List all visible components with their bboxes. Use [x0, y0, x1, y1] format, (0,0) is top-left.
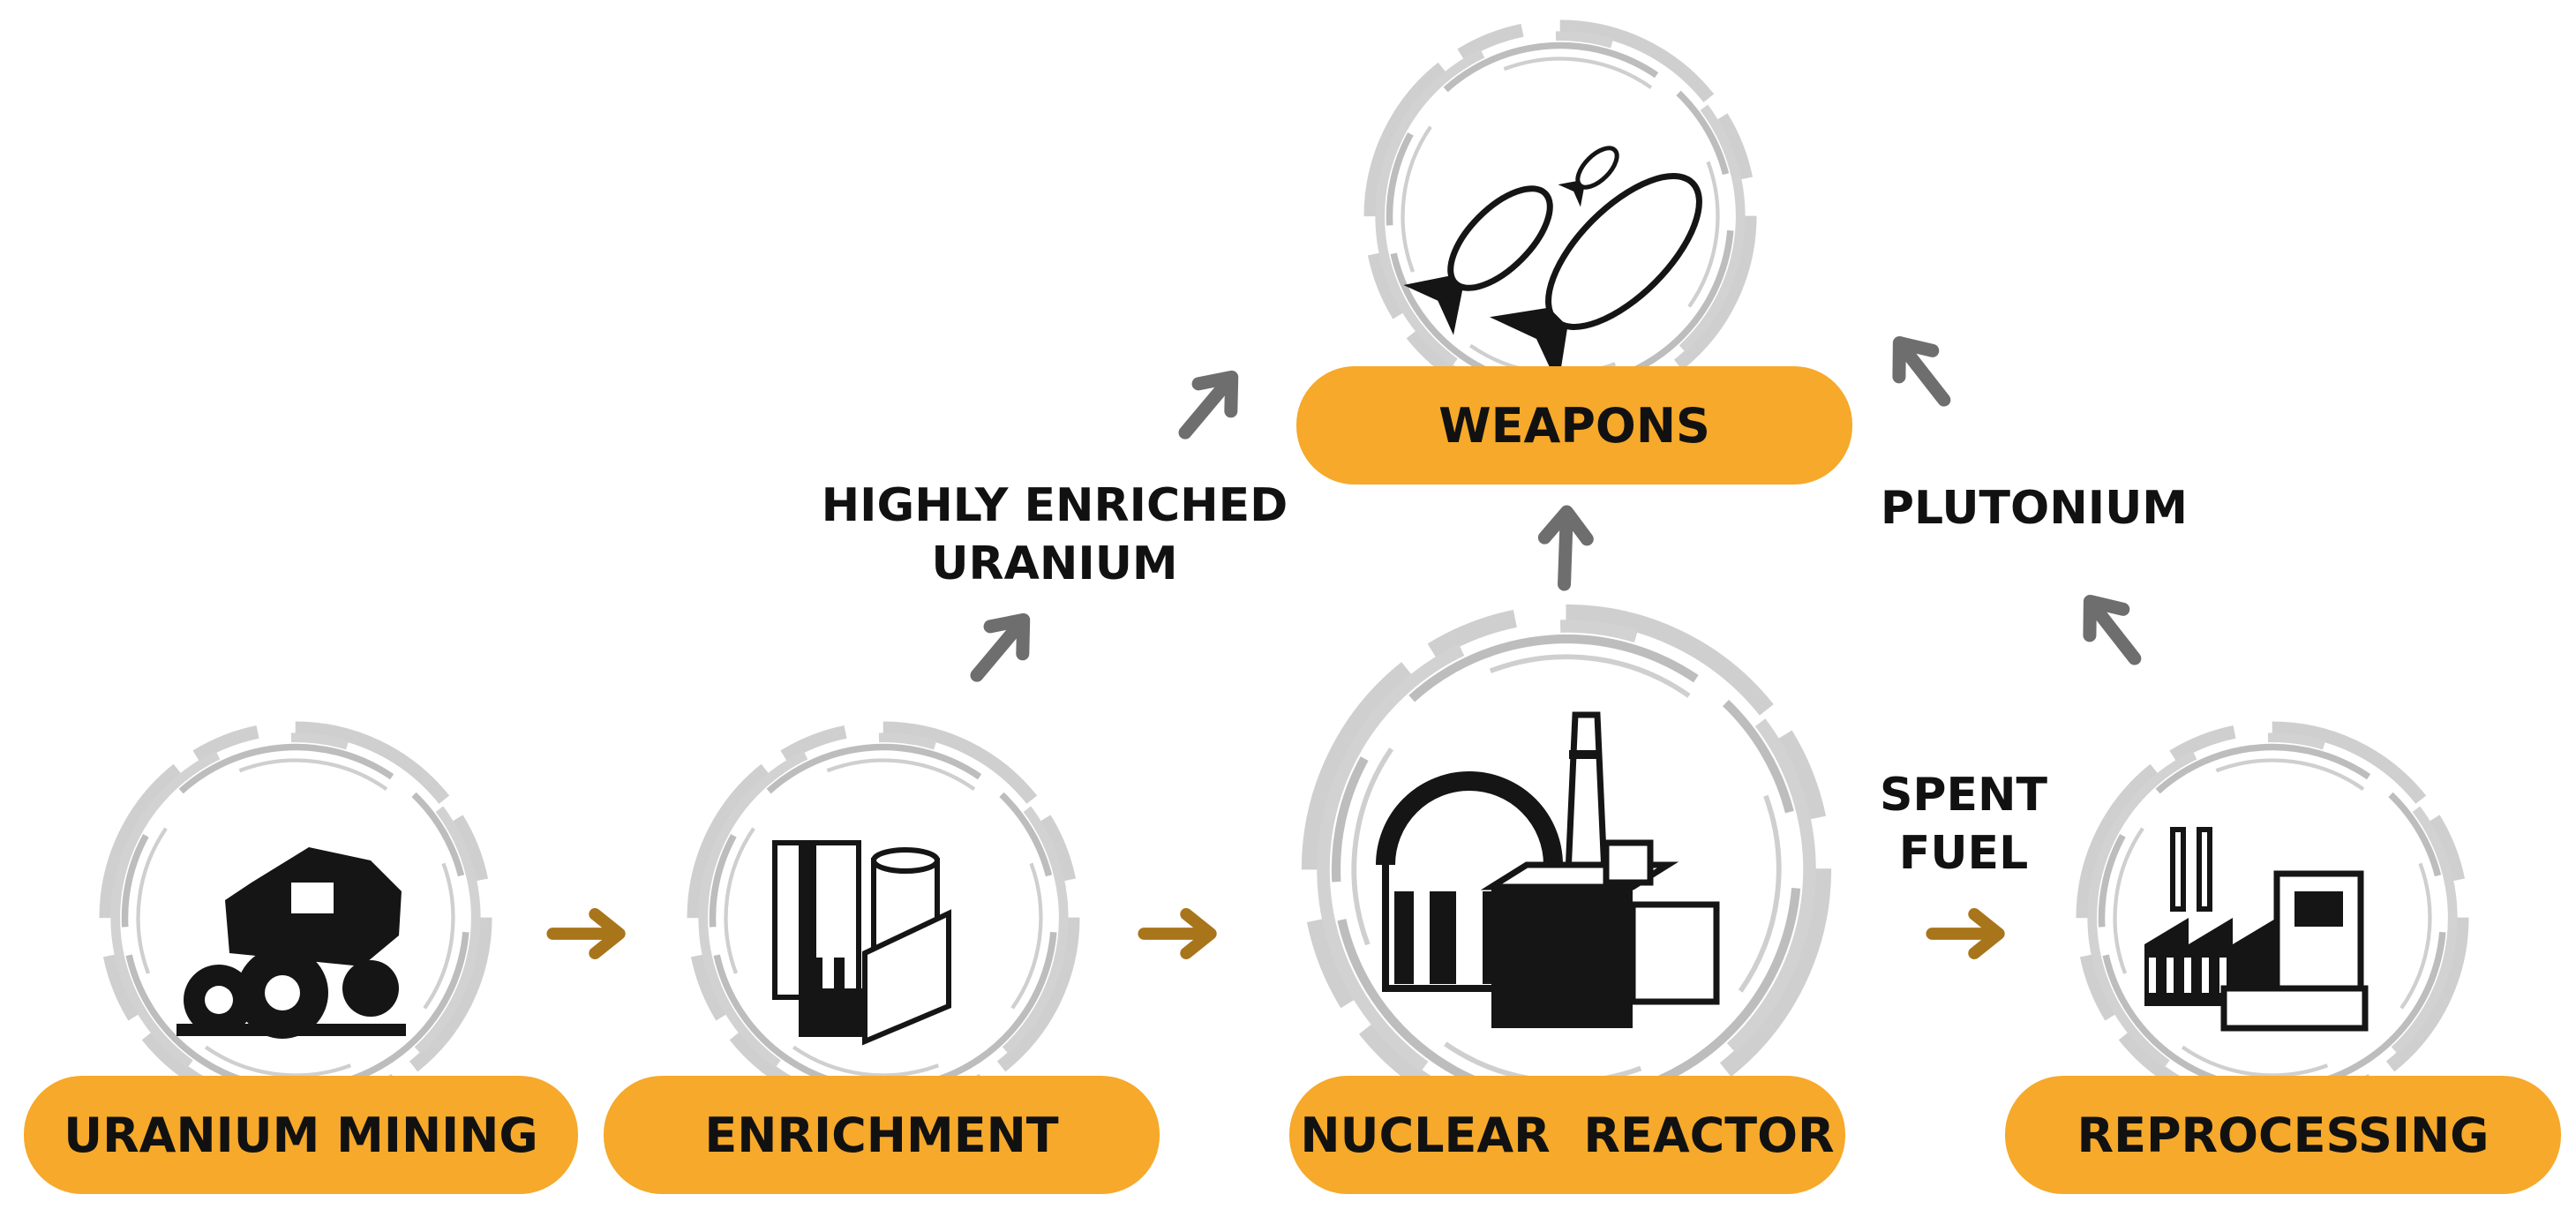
- heu-upper-arrow: [1169, 364, 1248, 447]
- plutonium-label: PLUTONIUM: [1858, 479, 2211, 537]
- spent-fuel-label: SPENT FUEL: [1853, 766, 2074, 883]
- enrichment-label: ENRICHMENT: [604, 1076, 1160, 1194]
- plutonium-label-line1: PLUTONIUM: [1880, 482, 2189, 535]
- enrichment-to-reactor-arrow: [1144, 914, 1210, 953]
- plutonium-lower-arrow: [2073, 589, 2151, 672]
- weapons-label: WEAPONS: [1296, 366, 1852, 485]
- heu-label: HIGHLY ENRICHED URANIUM: [816, 477, 1293, 593]
- heu-label-line2: URANIUM: [931, 537, 1178, 590]
- heu-label-line1: HIGHLY ENRICHED: [821, 479, 1288, 532]
- spent-fuel-label-line2: FUEL: [1898, 827, 2029, 880]
- mining-to-enrichment-arrow: [552, 914, 619, 953]
- reprocessing-factory-icon: [2144, 827, 2369, 1032]
- reactor-to-reprocessing-arrow: [1932, 914, 1998, 953]
- mining-truck-icon: [176, 847, 406, 1039]
- reprocessing-label: REPROCESSING: [2005, 1076, 2561, 1194]
- uranium-mining-label: URANIUM MINING: [24, 1076, 578, 1194]
- enrichment-plant-icon: [772, 840, 951, 1046]
- bombs-icon: [1403, 146, 1702, 387]
- reactor-to-weapons-arrow: [1543, 511, 1588, 585]
- spent-fuel-label-line1: SPENT: [1879, 769, 2048, 822]
- nuclear-plant-icon: [1376, 711, 1720, 1028]
- heu-lower-arrow: [961, 606, 1040, 689]
- nuclear-reactor-label: NUCLEAR REACTOR: [1289, 1076, 1845, 1194]
- plutonium-upper-arrow: [1882, 330, 1960, 413]
